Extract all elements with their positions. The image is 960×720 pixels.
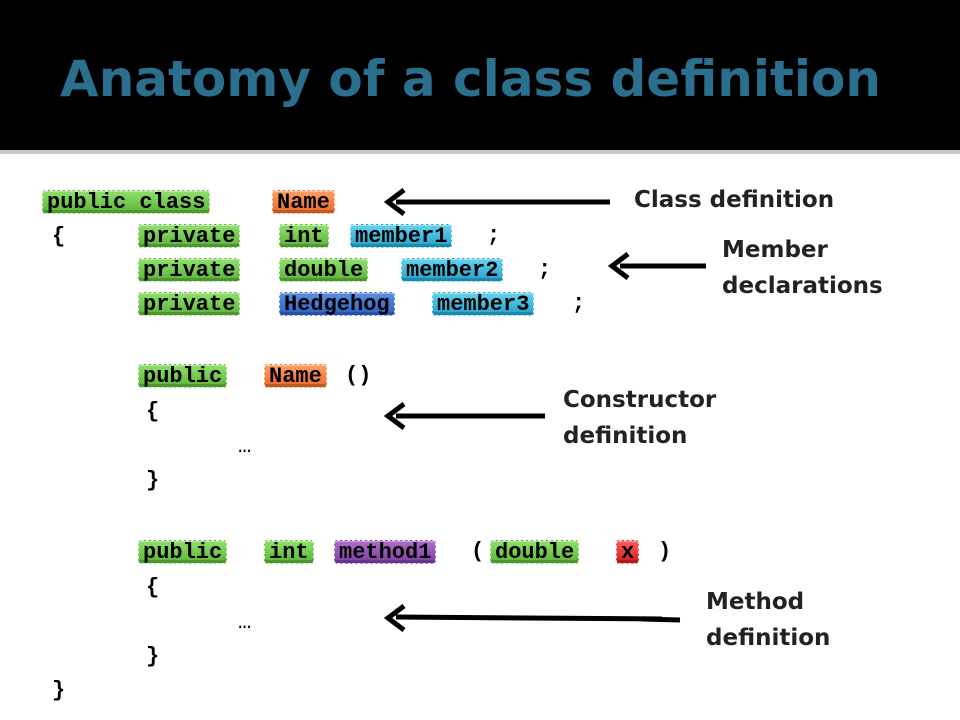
code-type-int: int bbox=[279, 224, 329, 249]
code-method-close-brace: } bbox=[146, 644, 160, 669]
code-private-keyword-3: private bbox=[138, 292, 241, 317]
code-method-body-ellipsis: … bbox=[238, 610, 252, 635]
code-param-type: double bbox=[490, 540, 580, 565]
arrow-left-icon bbox=[383, 402, 545, 430]
label-constructor-line2: definition bbox=[563, 423, 688, 449]
code-param-name: x bbox=[616, 540, 640, 565]
code-semicolon-1: ; bbox=[487, 223, 501, 248]
code-semicolon-3: ; bbox=[572, 291, 586, 316]
code-public-keyword-method: public bbox=[138, 540, 228, 565]
code-private-keyword-1: private bbox=[138, 224, 241, 249]
label-constructor-definition: Constructor definition bbox=[563, 382, 716, 454]
code-ctor-body-ellipsis: … bbox=[238, 434, 252, 459]
code-constructor-name: Name bbox=[264, 364, 327, 389]
slide-content: public class Name { private int member1 … bbox=[0, 154, 960, 720]
arrow-left-icon bbox=[383, 604, 681, 632]
code-method-open-brace: { bbox=[146, 575, 160, 600]
code-method-return-type: int bbox=[264, 540, 314, 565]
code-constructor-parens: () bbox=[345, 363, 372, 388]
code-member1: member1 bbox=[350, 224, 453, 249]
arrow-left-icon bbox=[383, 188, 610, 216]
label-member-line2: declarations bbox=[722, 273, 883, 299]
code-ctor-open-brace: { bbox=[146, 399, 160, 424]
code-public-keyword-ctor: public bbox=[138, 364, 228, 389]
label-method-line2: definition bbox=[706, 625, 831, 651]
label-method-definition: Method definition bbox=[706, 584, 830, 656]
slide-header: Anatomy of a class definition bbox=[0, 0, 960, 150]
code-ctor-close-brace: } bbox=[146, 468, 160, 493]
code-private-keyword-2: private bbox=[138, 258, 241, 283]
code-method-close-paren: ) bbox=[658, 539, 672, 564]
slide-title: Anatomy of a class definition bbox=[60, 50, 881, 108]
label-member-line1: Member bbox=[722, 237, 828, 263]
code-type-hedgehog: Hedgehog bbox=[279, 292, 395, 317]
label-class-definition-text: Class definition bbox=[634, 187, 835, 213]
code-class-open-brace: { bbox=[52, 224, 66, 249]
code-method-open-paren: ( bbox=[471, 539, 485, 564]
header-divider bbox=[0, 150, 960, 154]
code-public-class-keyword: public class bbox=[42, 190, 211, 215]
code-class-name: Name bbox=[272, 190, 335, 215]
code-semicolon-2: ; bbox=[538, 257, 552, 282]
code-type-double: double bbox=[279, 258, 369, 283]
code-member2: member2 bbox=[401, 258, 504, 283]
code-class-close-brace: } bbox=[52, 678, 66, 703]
code-member3: member3 bbox=[432, 292, 535, 317]
label-constructor-line1: Constructor bbox=[563, 387, 717, 413]
label-member-declarations: Member declarations bbox=[722, 232, 883, 304]
label-method-line1: Method bbox=[706, 589, 805, 615]
label-class-definition: Class definition bbox=[634, 182, 834, 218]
code-method-name: method1 bbox=[334, 540, 437, 565]
arrow-left-icon bbox=[607, 252, 706, 280]
